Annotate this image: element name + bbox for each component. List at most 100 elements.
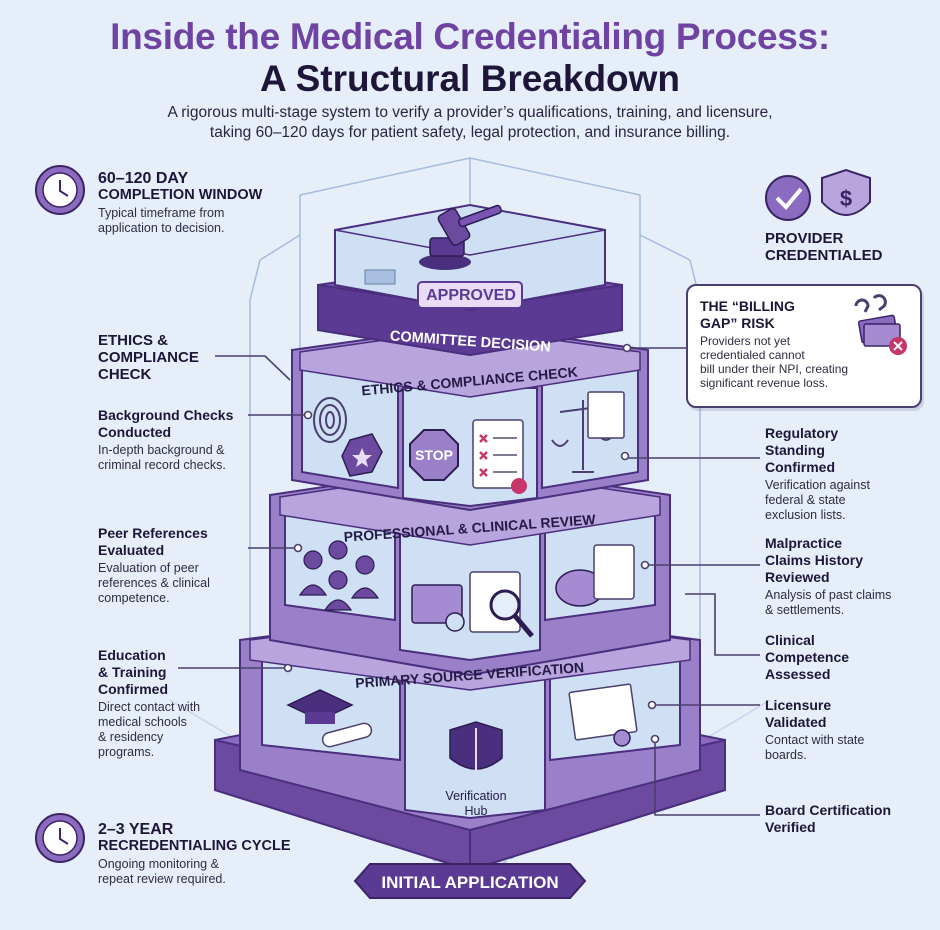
tier-committee-decision	[317, 203, 623, 357]
licensure-title2: Validated	[765, 714, 827, 730]
completion-window-title1: 60–120 DAY	[98, 170, 189, 187]
billing-gap-title2: GAP” RISK	[700, 315, 775, 331]
initial-application-label: INITIAL APPLICATION	[381, 873, 558, 892]
verification-hub-label-1: Verification	[445, 789, 506, 803]
billing-gap-title1: THE “BILLING	[700, 298, 795, 314]
peer-title2: Evaluated	[98, 542, 165, 558]
education-title3: Confirmed	[98, 681, 168, 697]
exclusion-checklist-icon	[472, 419, 527, 494]
completion-window-title2: COMPLETION WINDOW	[98, 187, 263, 203]
recredentialing-cycle-block: 2–3 YEAR RECREDENTIALING CYCLE Ongoing m…	[98, 821, 318, 887]
completion-window-desc2: application to decision.	[98, 221, 225, 235]
broken-link-money-icon	[854, 294, 907, 355]
peer-desc3: competence.	[98, 591, 170, 605]
subtitle-line2: taking 60–120 days for patient safety, l…	[209, 124, 731, 141]
board-title1: Board Certification	[765, 802, 892, 818]
approved-badge	[417, 281, 523, 309]
regulatory-desc1: Verification against	[765, 478, 870, 492]
clipboard-icon	[593, 544, 635, 600]
caduceus-shield-icon	[449, 721, 503, 770]
regulatory-title1: Regulatory	[765, 425, 839, 441]
education-title1: Education	[98, 647, 166, 663]
diploma-icon	[321, 722, 373, 748]
completion-window-desc1: Typical timeframe from	[98, 206, 225, 220]
fingerprint-icon	[313, 397, 347, 443]
education-title2: & Training	[98, 664, 167, 680]
malpractice-callout: Malpractice Claims History Reviewed Anal…	[765, 535, 935, 618]
outcome-line2: CREDENTIALED	[765, 247, 883, 264]
document-icon	[587, 391, 625, 439]
clock-icon-bottom	[35, 813, 85, 863]
ethics-callout-line3: CHECK	[98, 366, 152, 383]
cycle-title1: 2–3 YEAR	[98, 821, 174, 838]
background-desc2: criminal record checks.	[98, 458, 226, 472]
education-desc2: medical schools	[98, 715, 187, 729]
initial-application-banner	[353, 863, 587, 899]
malpractice-desc1: Analysis of past claims	[765, 588, 892, 602]
graduation-cap-icon	[286, 689, 354, 724]
malpractice-title2: Claims History	[765, 552, 864, 568]
regulatory-desc2: federal & state	[765, 493, 846, 507]
licensure-title1: Licensure	[765, 697, 832, 713]
cycle-title2: RECREDENTIALING CYCLE	[98, 838, 291, 854]
cycle-desc2: repeat review required.	[98, 872, 226, 886]
board-title2: Verified	[765, 819, 816, 835]
magnifier-icon	[469, 571, 534, 638]
svg-text:$: $	[840, 186, 852, 211]
ethics-callout: ETHICS & COMPLIANCE CHECK	[98, 332, 218, 383]
billing-gap-desc4: significant revenue loss.	[700, 376, 829, 390]
billing-gap-card: THE “BILLING GAP” RISK Providers not yet…	[686, 284, 922, 408]
regulatory-desc3: exclusion lists.	[765, 508, 846, 522]
certificate-icon	[568, 683, 638, 747]
licensure-callout: Licensure Validated Contact with state b…	[765, 697, 925, 763]
licensure-desc2: boards.	[765, 748, 807, 762]
callout-connectors	[178, 343, 760, 816]
peer-references-callout: Peer References Evaluated Evaluation of …	[98, 525, 248, 606]
background-desc1: In-depth background &	[98, 443, 225, 457]
police-badge-icon	[341, 433, 383, 477]
education-desc3: & residency	[98, 730, 164, 744]
checkmark-icon	[765, 175, 811, 221]
cycle-desc1: Ongoing monitoring &	[98, 857, 219, 871]
board-certification-callout: Board Certification Verified	[765, 802, 935, 836]
ethics-callout-line2: COMPLIANCE	[98, 349, 199, 366]
malpractice-title1: Malpractice	[765, 535, 843, 551]
verification-hub-label-2: Hub	[465, 804, 488, 818]
billing-gap-desc2: credentialed cannot	[700, 348, 805, 362]
people-group-icon	[298, 540, 380, 611]
ethics-callout-line1: ETHICS &	[98, 332, 169, 349]
regulatory-title2: Standing	[765, 442, 825, 458]
clinical-title3: Assessed	[765, 666, 831, 682]
malpractice-title3: Reviewed	[765, 569, 830, 585]
page-subtitle: A rigorous multi-stage system to verify …	[100, 103, 840, 143]
regulatory-title3: Confirmed	[765, 459, 835, 475]
subtitle-line1: A rigorous multi-stage system to verify …	[167, 104, 773, 121]
clinical-title2: Competence	[765, 649, 850, 665]
billing-gap-desc1: Providers not yet	[700, 334, 791, 348]
completion-window-block: 60–120 DAY COMPLETION WINDOW Typical tim…	[98, 170, 308, 236]
background-title1: Background Checks	[98, 407, 234, 423]
folder-icon	[411, 584, 465, 632]
stop-sign-icon	[409, 429, 459, 481]
approved-label: APPROVED	[426, 287, 516, 304]
background-checks-callout: Background Checks Conducted In-depth bac…	[98, 407, 258, 473]
education-desc4: programs.	[98, 745, 155, 759]
regulatory-callout: Regulatory Standing Confirmed Verificati…	[765, 425, 930, 523]
malpractice-desc2: & settlements.	[765, 603, 845, 617]
education-callout: Education & Training Confirmed Direct co…	[98, 647, 248, 760]
clinical-title1: Clinical	[765, 632, 815, 648]
clock-icon-top	[35, 165, 85, 215]
peer-desc2: references & clinical	[98, 576, 210, 590]
licensure-desc1: Contact with state	[765, 733, 865, 747]
gavel-icon	[419, 204, 502, 270]
provider-credentialed-block: PROVIDER CREDENTIALED	[765, 230, 925, 264]
peer-desc1: Evaluation of peer	[98, 561, 199, 575]
page-title-line2: A Structural Breakdown	[259, 58, 681, 99]
page-title: Inside the Medical Credentialing Process…	[110, 16, 830, 57]
education-desc1: Direct contact with	[98, 700, 201, 714]
billing-gap-desc3: bill under their NPI, creating	[700, 362, 849, 376]
outcome-line1: PROVIDER	[765, 230, 844, 247]
dollar-shield-icon: $	[821, 168, 871, 216]
background-title2: Conducted	[98, 424, 172, 440]
